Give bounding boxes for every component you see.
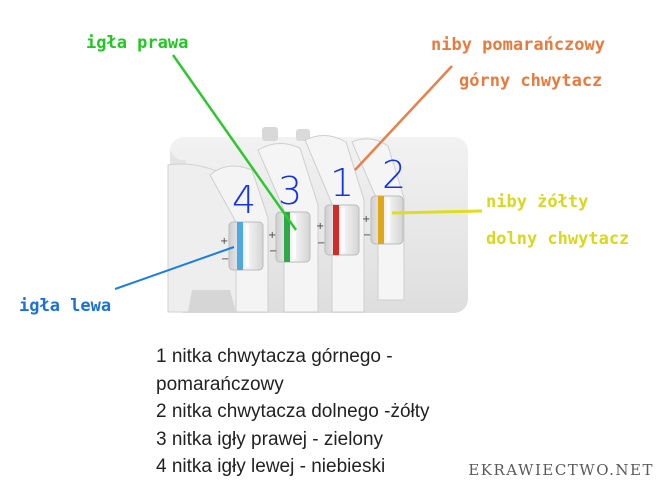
dial-3-green xyxy=(257,143,319,313)
label-right-needle: igła prawa xyxy=(86,33,189,53)
label-yellow-2: dolny chwytacz xyxy=(486,229,630,249)
svg-text:+: + xyxy=(316,221,324,232)
dial-2-yellow xyxy=(351,138,405,301)
legend-line: 1 nitka chwytacza górnego - xyxy=(156,346,393,367)
legend-line: 2 nitka chwytacza dolnego -żółty xyxy=(156,401,430,422)
svg-text:−: − xyxy=(317,238,325,249)
pointer-blue-line xyxy=(114,246,235,290)
dial-4-blue xyxy=(209,165,269,313)
dial-number-2: 2 xyxy=(382,153,406,197)
dial-number-4: 4 xyxy=(232,178,256,222)
label-orange-2: górny chwytacz xyxy=(459,71,603,91)
dial-number-1: 1 xyxy=(330,161,354,205)
svg-text:−: − xyxy=(269,246,277,257)
tension-marks: + − + − + − + − xyxy=(220,214,371,265)
watermark: EKRAWIECTWO.NET xyxy=(468,461,654,479)
svg-text:−: − xyxy=(363,230,371,241)
dial-number-3: 3 xyxy=(278,169,302,213)
svg-text:+: + xyxy=(362,214,370,225)
pointer-green-line xyxy=(171,54,298,231)
legend-line: pomarańczowy xyxy=(156,373,284,395)
label-left-needle: igła lewa xyxy=(19,296,112,316)
pointer-orange-line xyxy=(354,65,453,171)
svg-text:+: + xyxy=(220,236,228,247)
label-orange-1: niby pomarańczowy xyxy=(431,35,605,55)
legend-line: 4 nitka igły lewej - niebieski xyxy=(156,456,386,477)
svg-text:+: + xyxy=(268,230,276,241)
label-yellow-1: niby żółty xyxy=(486,192,589,212)
thread-color-legend: 1 nitka chwytacza górnego - pomarańczowy… xyxy=(156,343,430,481)
legend-line: 3 nitka igły prawej - zielony xyxy=(156,428,384,450)
svg-text:−: − xyxy=(221,254,229,265)
pointer-yellow-line xyxy=(391,209,483,215)
dial-1-red xyxy=(304,135,365,313)
